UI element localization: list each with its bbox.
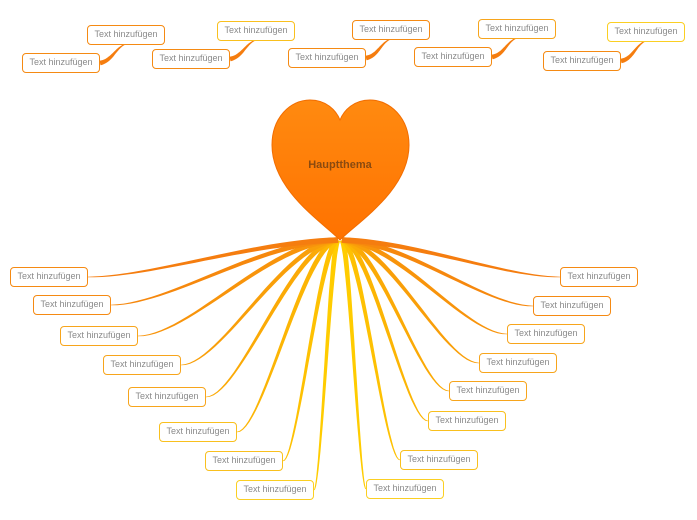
right-topic-5[interactable]: Text hinzufügen [449,381,527,401]
left-topic-8[interactable]: Text hinzufügen [236,480,314,500]
top-branch-3-parent[interactable]: Text hinzufügen [288,48,366,68]
top-branch-connector-1 [99,43,127,66]
right-topic-4[interactable]: Text hinzufügen [479,353,557,373]
top-branch-connector-2 [229,39,257,62]
left-topic-connector-2 [111,237,339,306]
left-topic-3[interactable]: Text hinzufügen [60,326,138,346]
right-topic-3[interactable]: Text hinzufügen [507,324,585,344]
top-branch-5-parent[interactable]: Text hinzufügen [543,51,621,71]
top-branch-1-child[interactable]: Text hinzufügen [87,25,165,45]
right-topic-connector-1 [341,237,560,278]
left-topic-connector-8 [313,238,341,491]
right-topic-connector-2 [341,237,533,307]
left-topic-7[interactable]: Text hinzufügen [205,451,283,471]
right-topic-7[interactable]: Text hinzufügen [400,450,478,470]
left-topic-2[interactable]: Text hinzufügen [33,295,111,315]
right-topic-connector-8 [339,238,367,490]
left-topic-6[interactable]: Text hinzufügen [159,422,237,442]
top-branch-connector-5 [620,40,647,64]
left-topic-1[interactable]: Text hinzufügen [10,267,88,287]
heart-shape[interactable] [271,99,410,241]
left-topic-5[interactable]: Text hinzufügen [128,387,206,407]
top-branch-2-parent[interactable]: Text hinzufügen [152,49,230,69]
top-branch-connector-3 [365,38,392,61]
right-topic-6[interactable]: Text hinzufügen [428,411,506,431]
left-topic-connector-7 [282,237,340,462]
right-topic-2[interactable]: Text hinzufügen [533,296,611,316]
top-branch-4-child[interactable]: Text hinzufügen [478,19,556,39]
main-topic-label[interactable]: Hauptthema [308,159,372,171]
top-branch-5-child[interactable]: Text hinzufügen [607,22,685,42]
left-topic-connector-1 [88,237,339,278]
top-branch-1-parent[interactable]: Text hinzufügen [22,53,100,73]
top-branch-4-parent[interactable]: Text hinzufügen [414,47,492,67]
right-topic-8[interactable]: Text hinzufügen [366,479,444,499]
left-topic-4[interactable]: Text hinzufügen [103,355,181,375]
top-branch-2-child[interactable]: Text hinzufügen [217,21,295,41]
right-topic-1[interactable]: Text hinzufügen [560,267,638,287]
top-branch-connector-4 [491,37,518,60]
top-branch-3-child[interactable]: Text hinzufügen [352,20,430,40]
